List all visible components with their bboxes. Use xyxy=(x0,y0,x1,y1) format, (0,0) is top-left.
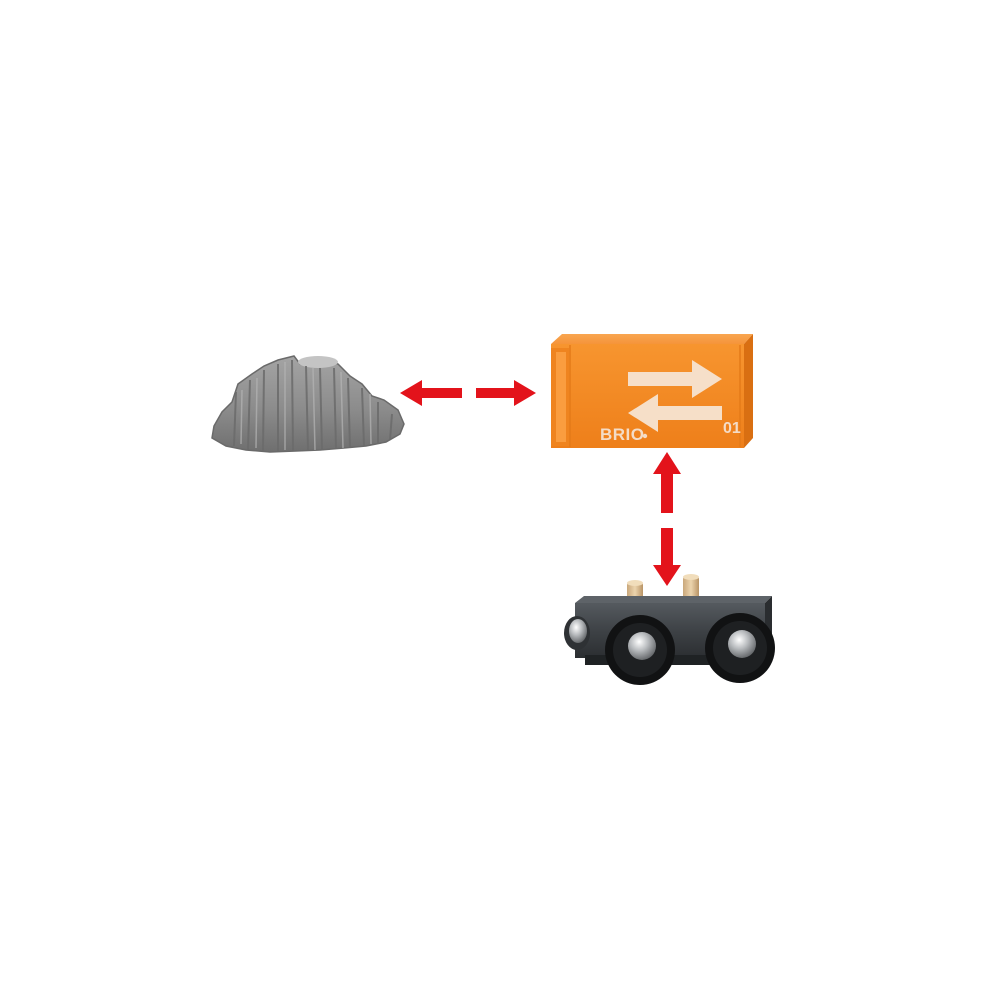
orange-cargo-container: BRIO 01 xyxy=(551,334,753,448)
registered-mark-icon xyxy=(642,433,648,439)
swap-arrows-icon xyxy=(628,360,722,432)
rock-cargo xyxy=(211,355,405,453)
brand-label: BRIO xyxy=(600,425,645,444)
black-wagon xyxy=(564,574,775,685)
wheel-rear xyxy=(705,613,775,683)
rock-top xyxy=(298,356,338,368)
magnet-coupling xyxy=(569,619,587,643)
wheel-front xyxy=(605,615,675,685)
horizontal-double-arrow xyxy=(400,380,536,406)
container-number: 01 xyxy=(723,420,741,437)
vertical-double-arrow xyxy=(653,452,681,586)
